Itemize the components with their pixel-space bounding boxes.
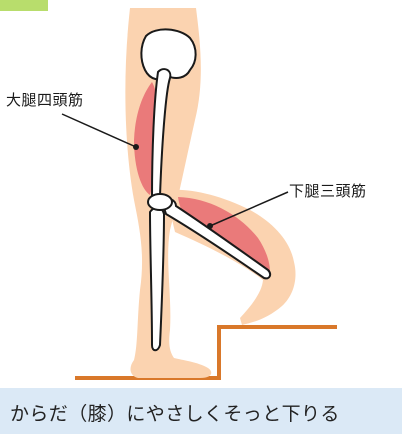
quadriceps-label: 大腿四頭筋 — [6, 89, 84, 110]
knee-bone — [148, 194, 172, 210]
calf-label: 下腿三頭筋 — [289, 180, 367, 201]
quadriceps-leader-dot — [133, 144, 139, 150]
caption-text: からだ（膝）にやさしくそっと下りる — [10, 399, 340, 426]
quadriceps-leader-line — [62, 114, 136, 147]
caption-bar: からだ（膝）にやさしくそっと下りる — [0, 388, 402, 434]
calf-leader-dot — [207, 223, 213, 229]
